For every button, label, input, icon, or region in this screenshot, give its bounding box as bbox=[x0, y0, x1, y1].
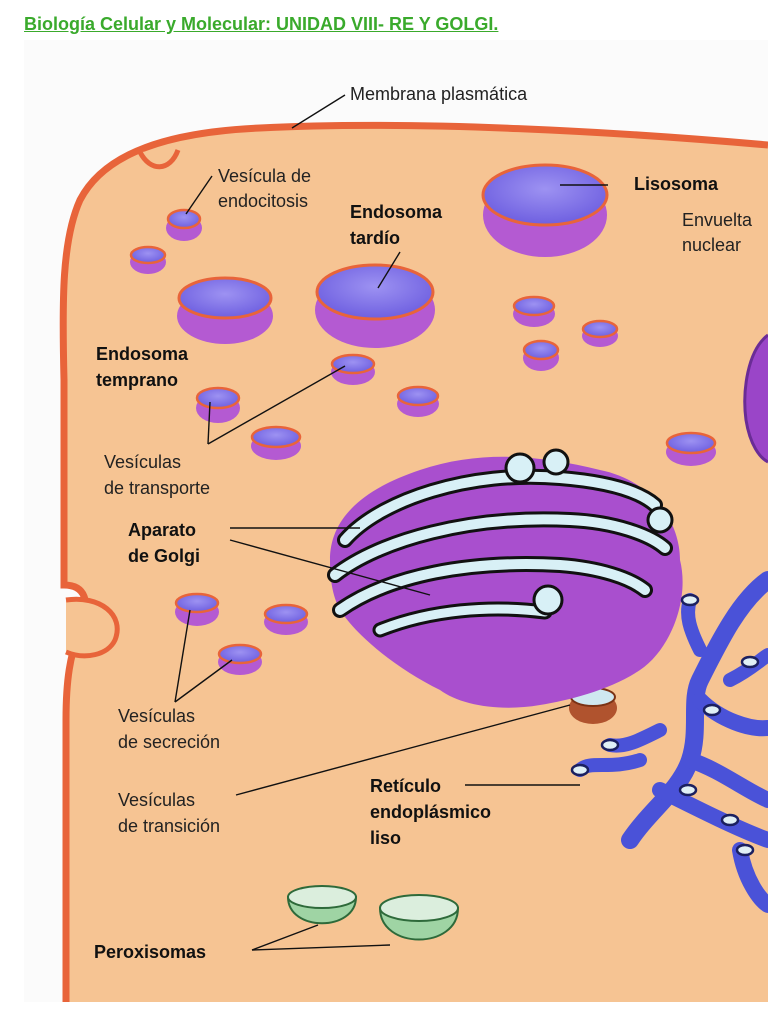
label-vesiculas-transicion-2: de transición bbox=[118, 816, 220, 836]
label-golgi-2: de Golgi bbox=[128, 546, 200, 566]
late-endosome bbox=[315, 263, 435, 348]
label-endosoma-tardio-2: tardío bbox=[350, 228, 400, 248]
label-reticulo-1: Retículo bbox=[370, 776, 441, 796]
vesicle-small bbox=[263, 603, 309, 635]
nuclear-envelope bbox=[743, 333, 768, 464]
label-endosoma-tardio-1: Endosoma bbox=[350, 202, 443, 222]
vesicle-small bbox=[330, 353, 376, 385]
label-vesiculas-secrecion-1: Vesículas bbox=[118, 706, 195, 726]
vesicle-small bbox=[665, 431, 717, 466]
label-vesiculas-transicion-1: Vesículas bbox=[118, 790, 195, 810]
label-endosoma-temprano-2: temprano bbox=[96, 370, 178, 390]
label-envuelta-2: nuclear bbox=[682, 235, 741, 255]
label-vesiculas-secrecion-2: de secreción bbox=[118, 732, 220, 752]
vesicle-small bbox=[174, 592, 220, 626]
exocytic-pit bbox=[65, 596, 120, 659]
label-vesiculas-transporte-1: Vesículas bbox=[104, 452, 181, 472]
vesicle-small bbox=[396, 385, 440, 417]
label-peroxisomas: Peroxisomas bbox=[94, 942, 206, 962]
vesicle-small bbox=[581, 319, 619, 347]
label-reticulo-2: endoplásmico bbox=[370, 802, 491, 822]
vesicle-small bbox=[195, 386, 241, 423]
label-lisosoma: Lisosoma bbox=[634, 174, 719, 194]
vesicle-small bbox=[250, 425, 302, 460]
golgi-apparatus bbox=[327, 448, 683, 708]
label-vesicula-endocitosis-1: Vesícula de bbox=[218, 166, 311, 186]
label-envuelta-1: Envuelta bbox=[682, 210, 753, 230]
peroxisome bbox=[378, 894, 460, 941]
peroxisome bbox=[286, 885, 358, 925]
vesicle-small bbox=[129, 245, 167, 274]
label-vesiculas-transporte-2: de transporte bbox=[104, 478, 210, 498]
page-title: Biología Celular y Molecular: UNIDAD VII… bbox=[24, 14, 499, 34]
vesicle-small bbox=[512, 295, 556, 327]
smooth-er-openings bbox=[570, 593, 760, 857]
label-reticulo-3: liso bbox=[370, 828, 401, 848]
endocytic-pit bbox=[137, 148, 181, 170]
vesicle-small bbox=[166, 208, 202, 241]
vesicle-small bbox=[217, 643, 263, 675]
early-endosome bbox=[177, 276, 273, 344]
vesicle-small bbox=[522, 339, 560, 371]
label-membrana: Membrana plasmática bbox=[350, 84, 528, 104]
lysosome bbox=[481, 163, 609, 257]
label-vesicula-endocitosis-2: endocitosis bbox=[218, 191, 308, 211]
label-golgi-1: Aparato bbox=[128, 520, 196, 540]
label-endosoma-temprano-1: Endosoma bbox=[96, 344, 189, 364]
leader-lines bbox=[174, 94, 608, 951]
